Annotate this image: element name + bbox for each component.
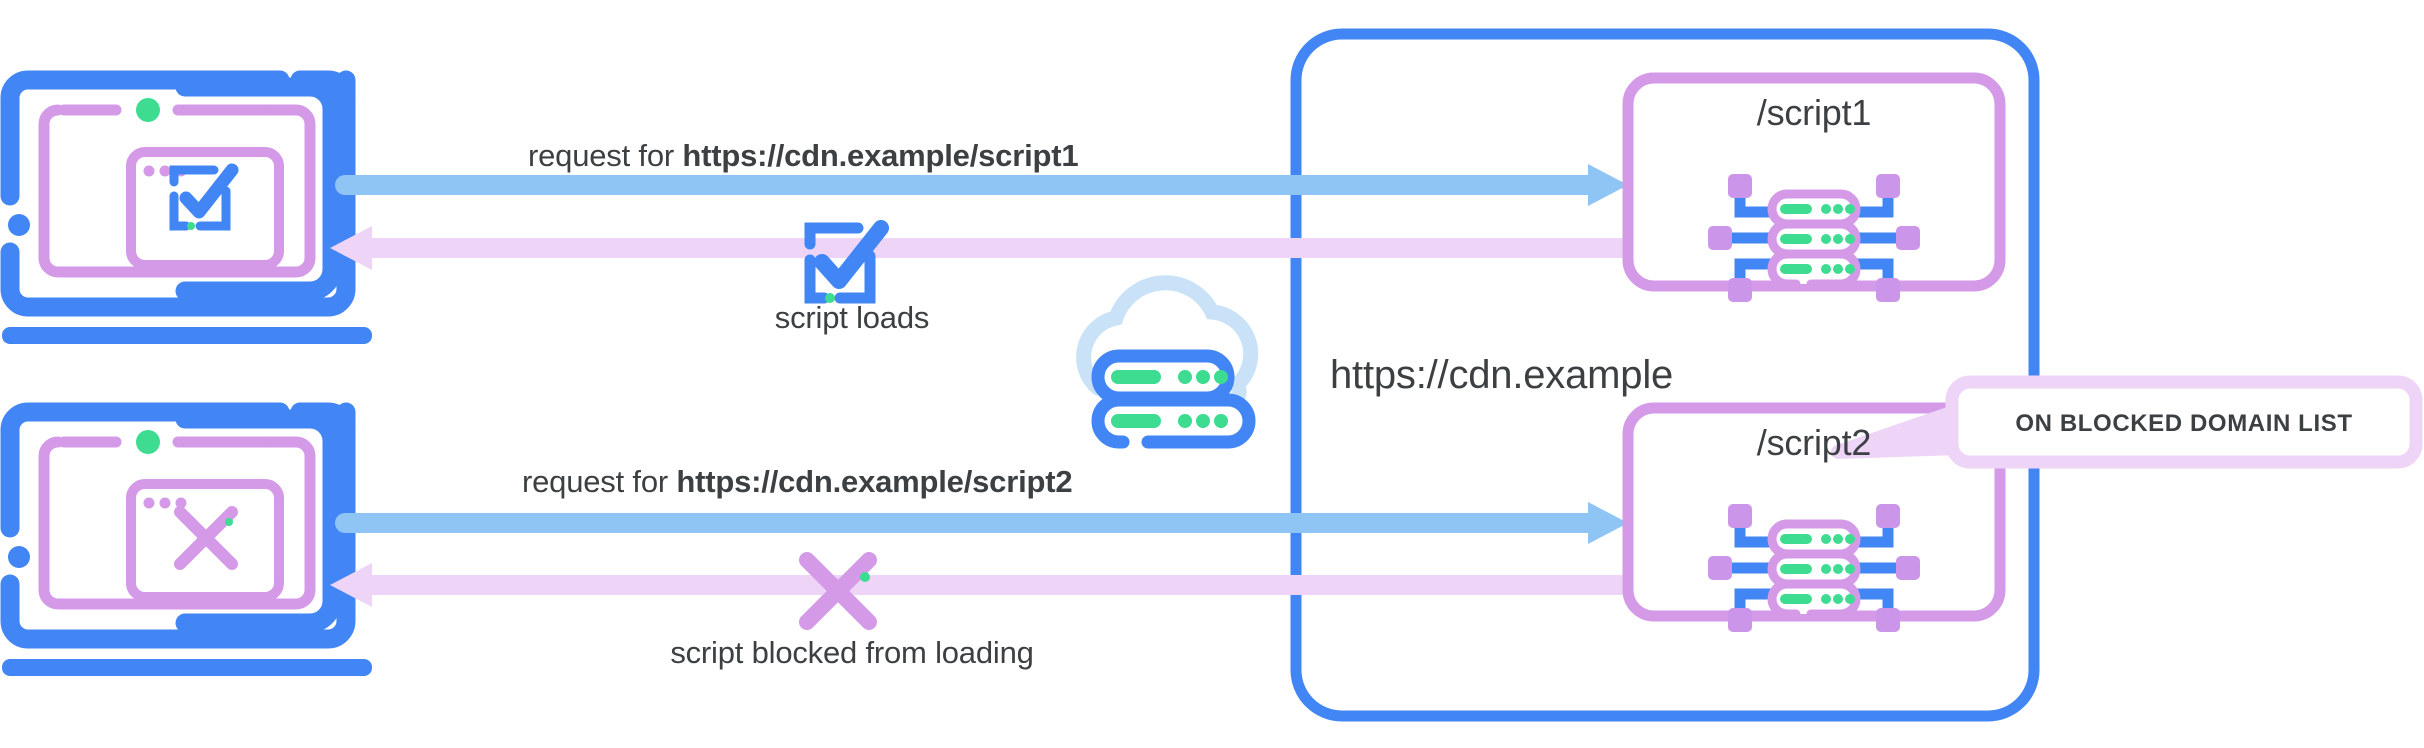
request-label-url-2: https://cdn.example/script2 [676, 464, 1073, 499]
request-label-script1: request for https://cdn.example/script1 [528, 138, 1079, 174]
request-label-script2: request for https://cdn.example/script2 [522, 464, 1073, 500]
cdn-container-box [1290, 28, 2040, 722]
response-arrow-script2 [330, 563, 1640, 607]
script2-label: /script2 [1756, 422, 1872, 463]
laptop-with-cross-icon [0, 402, 372, 676]
laptop-with-check-icon [0, 70, 372, 344]
server-network-icon-script2 [1708, 504, 1920, 632]
response-arrow-script1 [330, 226, 1640, 270]
server-network-icon-script1 [1708, 174, 1920, 302]
cloud-server-icon [1076, 275, 1259, 449]
checkmark-icon [804, 220, 889, 304]
request-label-prefix-2: request for [522, 464, 677, 499]
callout-label: ON BLOCKED DOMAIN LIST [2015, 410, 2353, 437]
result-label-script-blocked: script blocked from loading [670, 635, 1034, 670]
cdn-domain-label: https://cdn.example [1330, 353, 1674, 397]
request-label-url: https://cdn.example/script1 [682, 138, 1079, 173]
cross-icon [799, 552, 877, 630]
script1-label: /script1 [1756, 92, 1872, 133]
request-arrow-script2 [335, 502, 1628, 544]
blocked-domain-callout [1831, 375, 2423, 469]
request-arrow-script1 [335, 164, 1628, 206]
result-label-script-loads: script loads [774, 300, 930, 335]
request-label-prefix: request for [528, 138, 683, 173]
